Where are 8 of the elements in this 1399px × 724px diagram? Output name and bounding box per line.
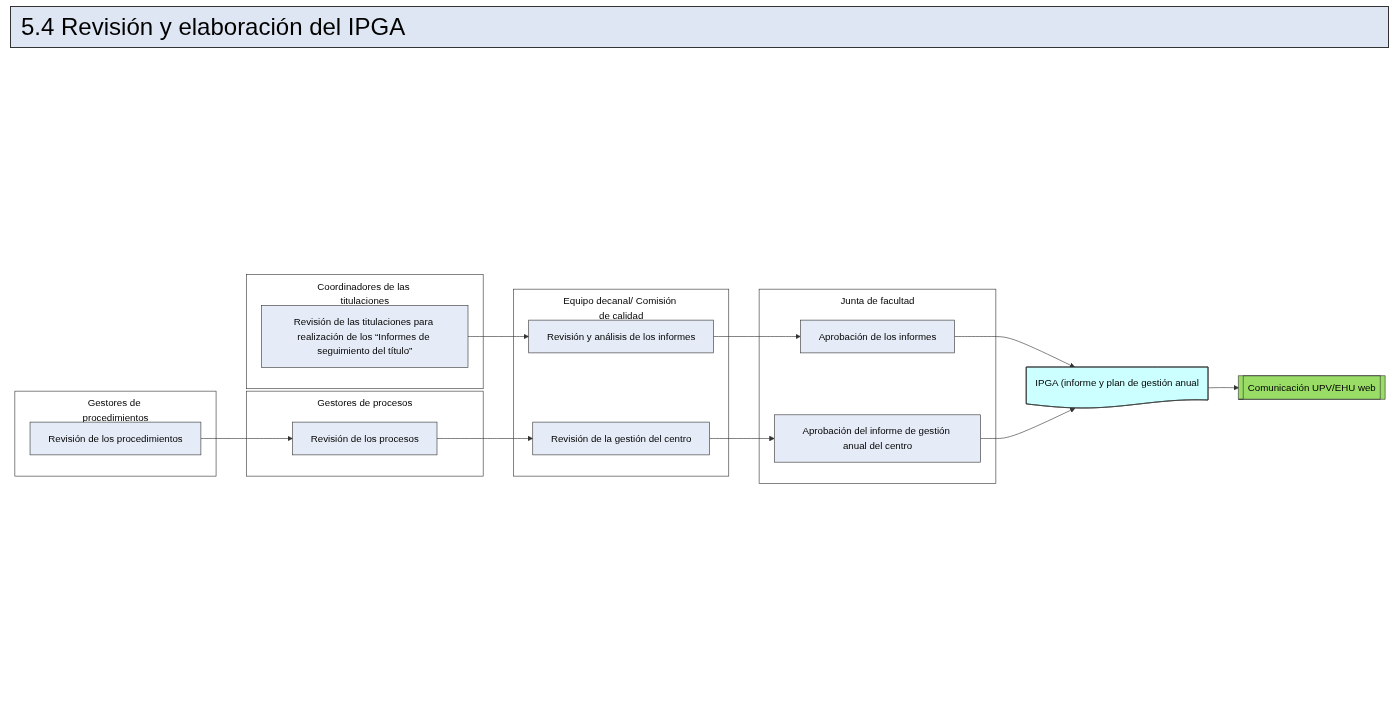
node-box: Revisión de los procesos <box>292 421 438 456</box>
node-box: Aprobación de los informes <box>800 319 955 354</box>
node-box: Revisión y análisis de los informes <box>528 319 714 354</box>
node-box: Revisión de los procedimientos <box>29 421 202 456</box>
diagram-title: 5.4 Revisión y elaboración del IPGA <box>10 6 1389 48</box>
node-box: Aprobación del informe de gestión anual del centro <box>774 414 981 463</box>
node-box: Revisión de las titulaciones para realización de los “Informes de seguimiento del título” <box>261 305 469 368</box>
node-box: Revisión de la gestión del centro <box>532 421 710 456</box>
